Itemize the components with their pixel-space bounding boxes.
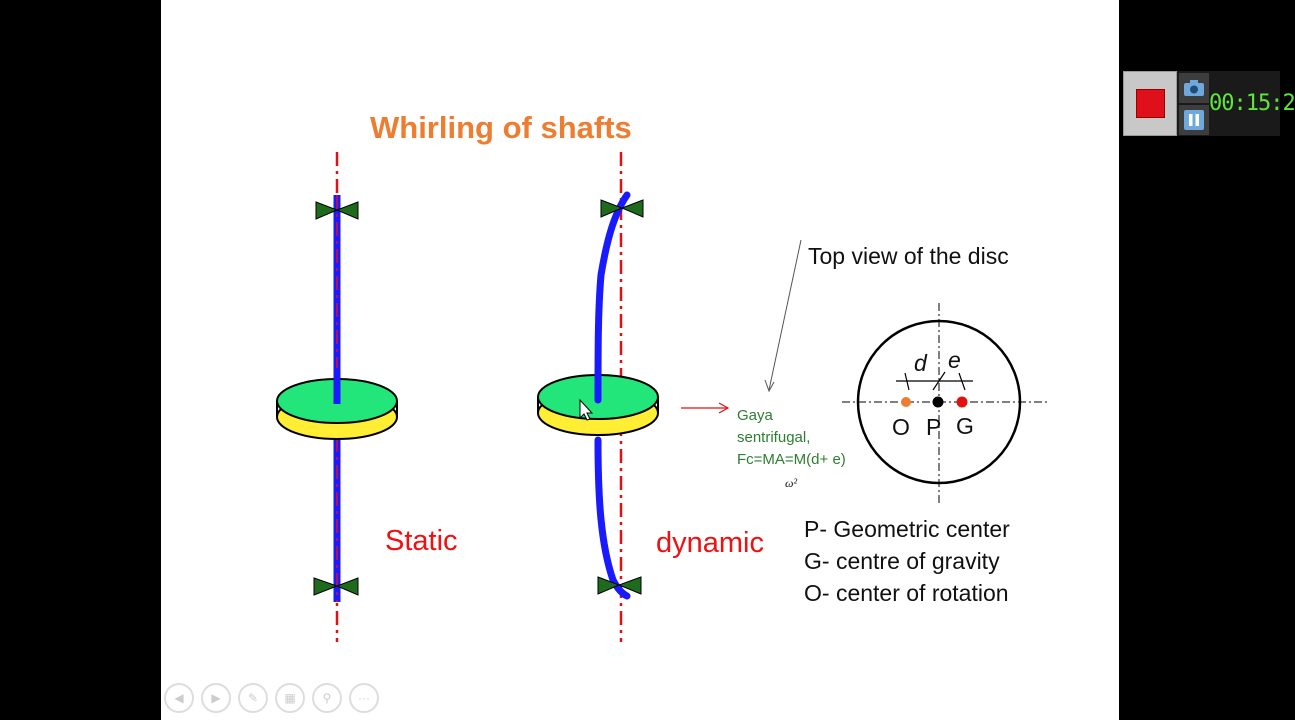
recording-timer: 00:15:2 — [1209, 91, 1295, 116]
label-d: d — [914, 350, 927, 376]
top-view-pointer — [764, 239, 802, 393]
static-top-bearing — [315, 201, 359, 220]
screen-recorder-widget: 00:15:2 — [1123, 71, 1295, 136]
point-P-dot — [932, 396, 944, 408]
legend-item: P- Geometric center — [804, 516, 1010, 542]
dynamic-bent-shaft-upper — [594, 191, 631, 404]
pause-button[interactable] — [1179, 105, 1209, 135]
top-view-label: Top view of the disc — [808, 243, 1009, 269]
point-O-dot — [901, 397, 911, 407]
zoom-icon[interactable]: ⚲ — [312, 683, 342, 713]
top-view-disc — [842, 303, 1047, 505]
point-G-dot — [956, 396, 968, 408]
back-arrow-icon[interactable]: ◀ — [164, 683, 194, 713]
label-O: O — [892, 414, 910, 440]
static-label: Static — [385, 525, 458, 557]
stop-icon — [1136, 89, 1165, 118]
legend-item: O- center of rotation — [804, 580, 1009, 606]
camera-icon — [1184, 80, 1204, 96]
pause-icon — [1184, 110, 1204, 130]
stop-button[interactable] — [1123, 71, 1177, 136]
force-arrow — [681, 402, 730, 414]
slide-title: Whirling of shafts — [370, 110, 632, 145]
label-G: G — [956, 413, 974, 439]
pen-icon[interactable]: ✎ — [238, 683, 268, 713]
more-icon[interactable]: ··· — [349, 683, 379, 713]
slides-icon[interactable]: ▦ — [275, 683, 305, 713]
legend-item: G- centre of gravity — [804, 548, 1000, 574]
slideshow-nav-bar: ◀ ▶ ✎ ▦ ⚲ ··· — [164, 683, 379, 715]
label-P: P — [926, 414, 942, 440]
presentation-slide: Whirling of shafts Static dynamic Gaya s… — [161, 0, 1119, 720]
static-bottom-bearing — [313, 577, 359, 596]
omega-squared-text: ω² — [785, 476, 798, 490]
centrifugal-force-text: Gaya sentrifugal, Fc=MA=M(d+ e) — [737, 407, 846, 468]
label-e: e — [948, 347, 961, 373]
forward-arrow-icon[interactable]: ▶ — [201, 683, 231, 713]
dynamic-bent-shaft-lower — [594, 436, 631, 600]
dynamic-label: dynamic — [656, 527, 764, 559]
screenshot-button[interactable] — [1179, 73, 1209, 103]
legend-list: P- Geometric center G- centre of gravity… — [804, 513, 1010, 609]
mouse-cursor — [579, 398, 594, 421]
dynamic-top-bearing — [600, 199, 644, 218]
slide-graphics — [276, 152, 1047, 642]
dynamic-bottom-bearing — [597, 576, 642, 595]
static-disc — [276, 368, 398, 440]
